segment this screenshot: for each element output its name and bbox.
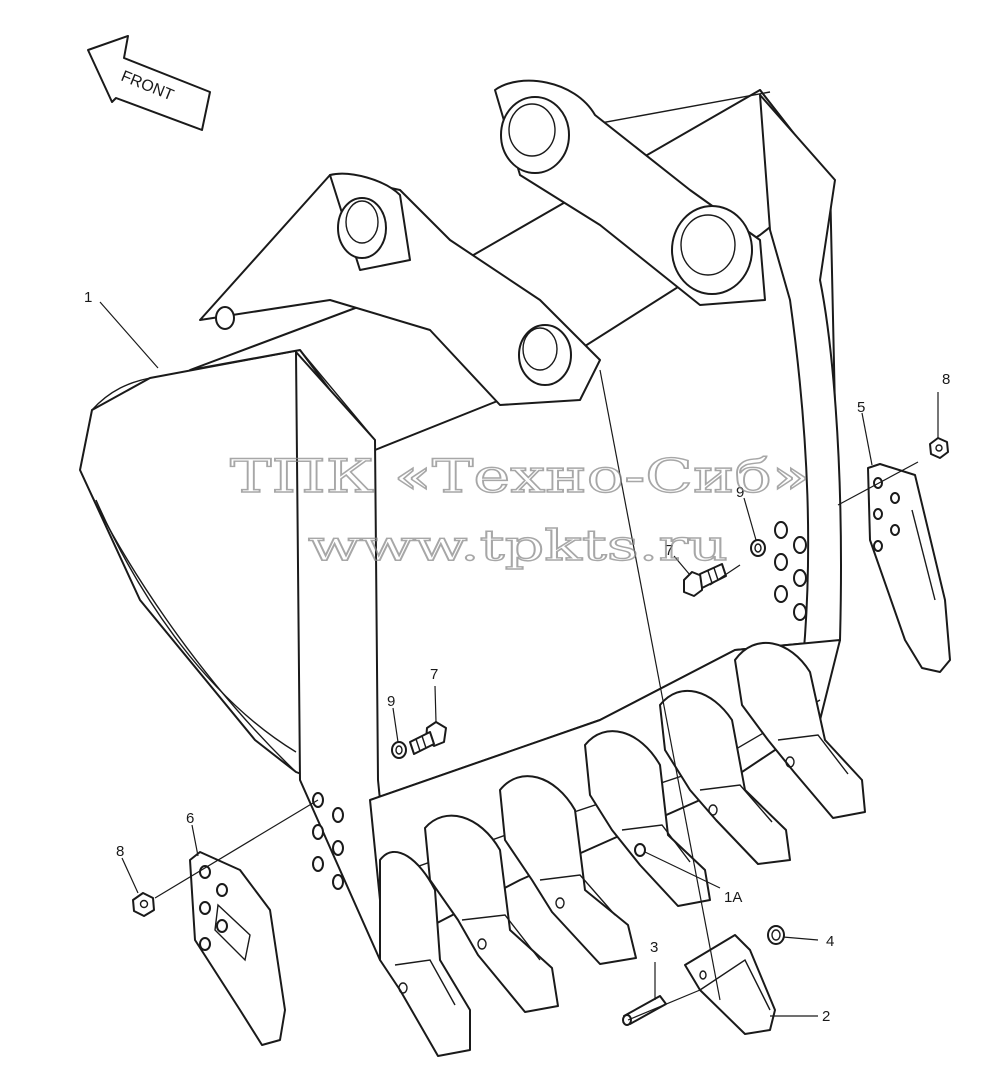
callout-4: 4 [826, 933, 834, 950]
tooth-1 [379, 850, 471, 1057]
callout-5: 5 [857, 399, 865, 416]
callout-8-left: 8 [116, 843, 124, 860]
mounting-bracket-right [494, 79, 766, 306]
callout-7-lower: 7 [430, 666, 438, 683]
side-plate-bolt-holes-right [774, 521, 807, 621]
tooth-2 [424, 814, 559, 1013]
watermark: ТПК «Техно-Сиб» www.tpkts.ru [229, 448, 810, 570]
side-plate-bolt-holes-left [312, 792, 344, 890]
lock-washer [767, 925, 785, 945]
side-cutter-left [189, 851, 286, 1046]
washer-lower [391, 741, 407, 759]
callout-3: 3 [650, 939, 658, 956]
nut-right [929, 437, 949, 459]
bolt-upper [683, 563, 727, 597]
bucket-teeth [379, 642, 866, 1057]
tooth-point [684, 934, 776, 1035]
tooth-5 [659, 689, 791, 865]
front-arrow: FRONT [87, 35, 211, 131]
side-cutter-right [867, 463, 951, 673]
callout-2: 2 [822, 1008, 830, 1025]
tooth-pin [622, 995, 667, 1026]
callout-8-right: 8 [942, 371, 950, 388]
nut-left [132, 892, 155, 917]
leader-lines [99, 301, 939, 1021]
callout-9-upper: 9 [736, 484, 744, 501]
mounting-bracket-left [199, 172, 601, 406]
bolt-lower [409, 721, 447, 755]
callout-labels: 1 8 5 9 7 7 9 6 8 1A 3 4 2 [84, 289, 950, 1025]
callout-7-upper: 7 [665, 542, 673, 559]
callout-1: 1 [84, 289, 92, 306]
watermark-url: www.tpkts.ru [308, 521, 728, 570]
washer-upper [750, 539, 766, 557]
watermark-company: ТПК «Техно-Сиб» [230, 449, 810, 503]
callout-9-lower: 9 [387, 693, 395, 710]
callout-1a: 1A [724, 889, 742, 906]
callout-6: 6 [186, 810, 194, 827]
tooth-3 [499, 775, 637, 965]
tooth-6 [734, 642, 866, 819]
tooth-4 [584, 730, 711, 907]
